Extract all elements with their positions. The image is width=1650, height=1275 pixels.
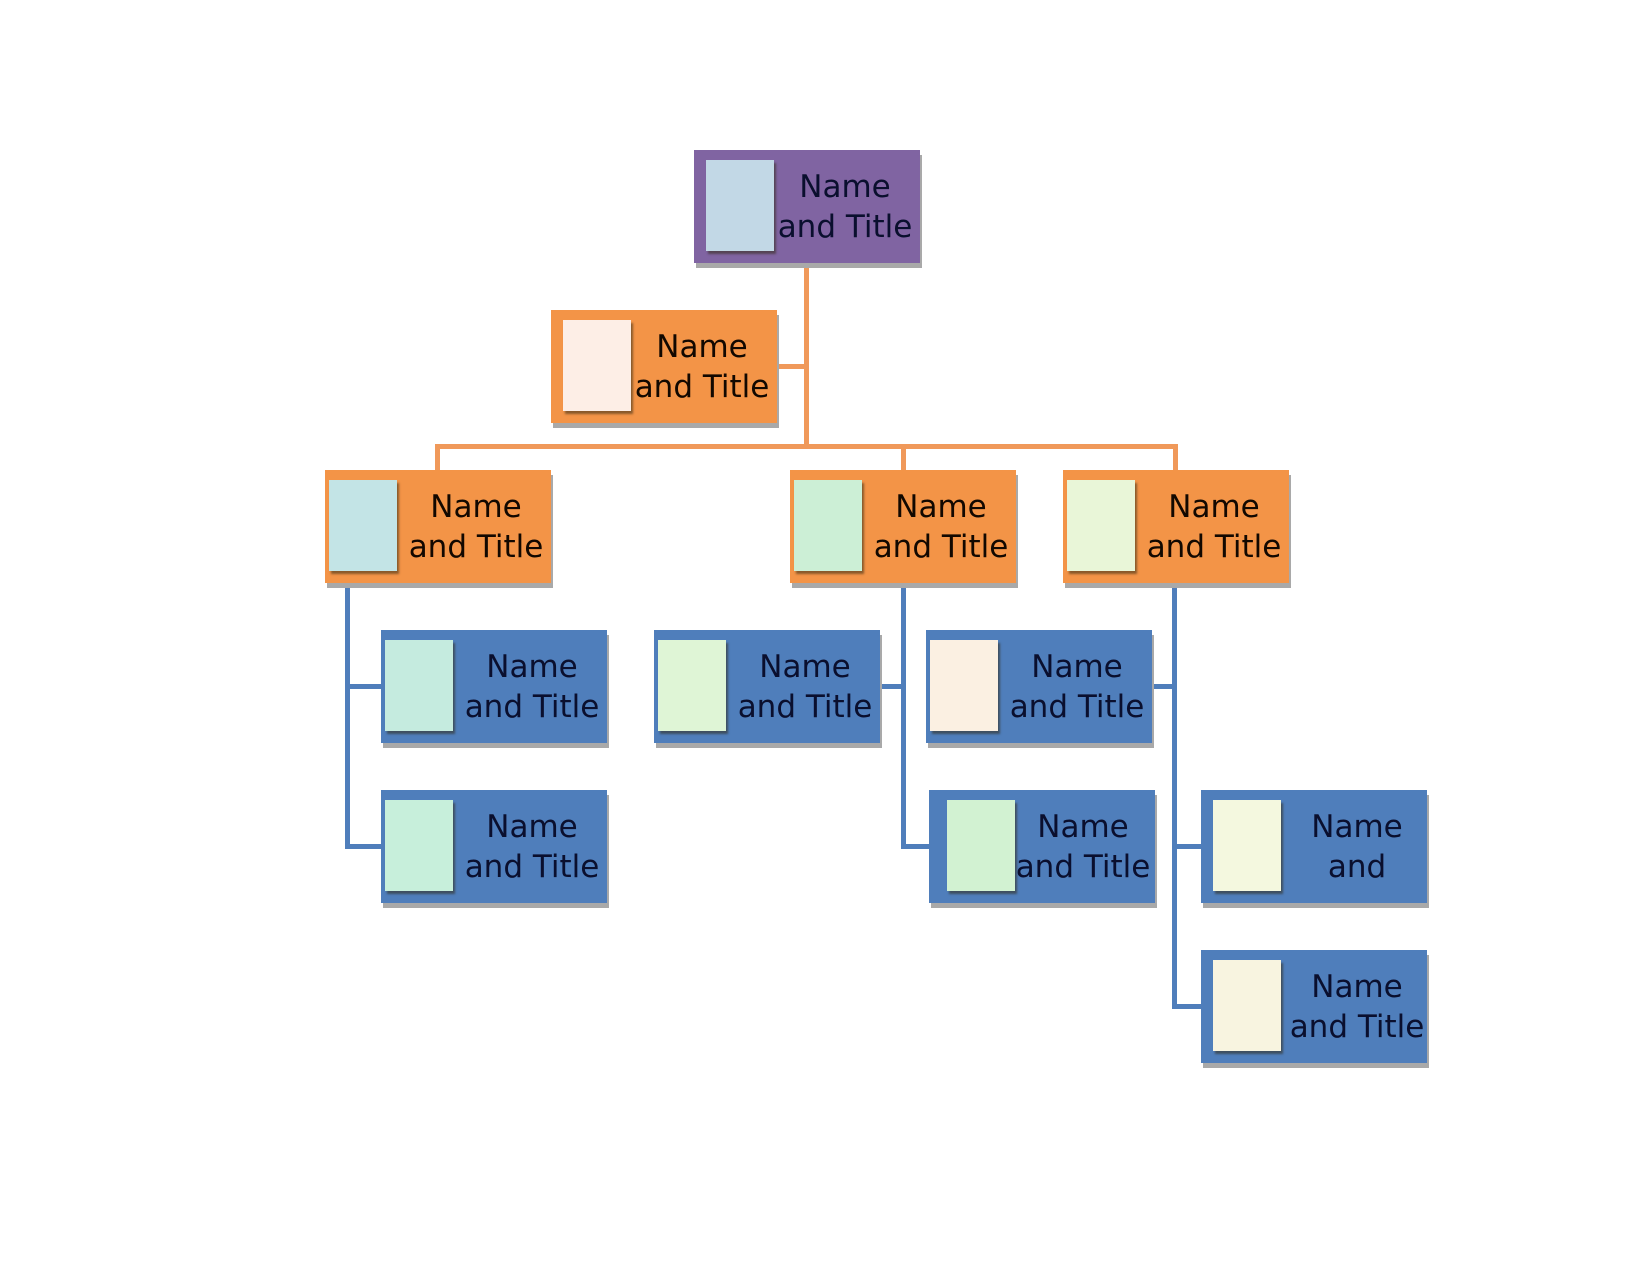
org-node-staff-2c[interactable]: Name and Title [929,790,1155,903]
org-node-staff-1b[interactable]: Name and Title [381,790,607,903]
node-name: Name [430,488,522,525]
org-node-staff-3a[interactable]: Name and [1201,790,1427,903]
photo-placeholder[interactable] [385,640,453,731]
node-label: Name and Title [461,790,603,903]
node-title: and Title [408,528,544,565]
node-label: Name and Title [1006,630,1148,743]
org-node-assistant[interactable]: Name and Title [551,310,777,423]
connector-staff-2a [880,684,905,689]
connector-managers-bus [435,444,1178,449]
node-label: Name and Title [870,470,1012,583]
org-node-staff-3b[interactable]: Name and Title [1201,950,1427,1063]
org-node-manager-3[interactable]: Name and Title [1063,470,1289,583]
node-label: Name and Title [1143,470,1285,583]
connector-staff-2c [901,844,930,849]
node-label: Name and Title [461,630,603,743]
photo-placeholder[interactable] [930,640,998,731]
node-name: Name [486,808,578,845]
connector-staff-2b [1152,684,1176,689]
node-label: Name and Title [734,630,876,743]
node-name: Name [656,328,748,365]
node-name: Name [759,648,851,685]
org-node-staff-2a[interactable]: Name and Title [654,630,880,743]
node-name: Name [1031,648,1123,685]
connector-manager-1 [435,444,440,471]
org-node-manager-1[interactable]: Name and Title [325,470,551,583]
photo-placeholder[interactable] [385,800,453,891]
node-label: Name and Title [774,150,916,263]
node-name: Name [486,648,578,685]
node-name: Name [1311,968,1403,1005]
node-name: Name [799,168,891,205]
photo-placeholder[interactable] [1213,960,1281,1051]
connector-staff-3b [1172,1004,1202,1009]
node-title: and Title [1009,688,1145,725]
node-title: and [1327,848,1387,885]
org-node-executive[interactable]: Name and Title [694,150,920,263]
org-node-staff-2b[interactable]: Name and Title [926,630,1152,743]
photo-placeholder[interactable] [1067,480,1135,571]
connector-manager-2 [901,444,906,471]
node-name: Name [1037,808,1129,845]
node-label: Name and Title [1289,950,1425,1063]
photo-placeholder[interactable] [947,800,1015,891]
node-title: and Title [634,368,770,405]
connector-manager-1-trunk [345,583,350,849]
connector-staff-3a [1172,844,1202,849]
node-title: and Title [873,528,1009,565]
node-label: Name and [1291,790,1423,903]
node-title: and Title [777,208,913,245]
photo-placeholder[interactable] [794,480,862,571]
org-node-staff-1a[interactable]: Name and Title [381,630,607,743]
connector-staff-1a [345,684,382,689]
photo-placeholder[interactable] [563,320,631,411]
node-title: and Title [1289,1008,1425,1045]
node-title: and Title [737,688,873,725]
node-label: Name and Title [405,470,547,583]
node-name: Name [895,488,987,525]
connector-manager-3-trunk [1172,583,1177,1009]
node-title: and Title [464,848,600,885]
photo-placeholder[interactable] [1213,800,1281,891]
connector-manager-3 [1173,444,1178,471]
connector-staff-1b [345,844,382,849]
node-title: and Title [1015,848,1151,885]
connector-assistant [777,364,807,369]
connector-manager-2-trunk [901,583,906,849]
node-name: Name [1168,488,1260,525]
node-label: Name and Title [1015,790,1151,903]
node-name: Name [1311,808,1403,845]
photo-placeholder[interactable] [658,640,726,731]
photo-placeholder[interactable] [706,160,774,251]
org-node-manager-2[interactable]: Name and Title [790,470,1016,583]
node-title: and Title [1146,528,1282,565]
photo-placeholder[interactable] [329,480,397,571]
connector-executive-trunk [804,263,809,449]
node-label: Name and Title [631,310,773,423]
node-title: and Title [464,688,600,725]
